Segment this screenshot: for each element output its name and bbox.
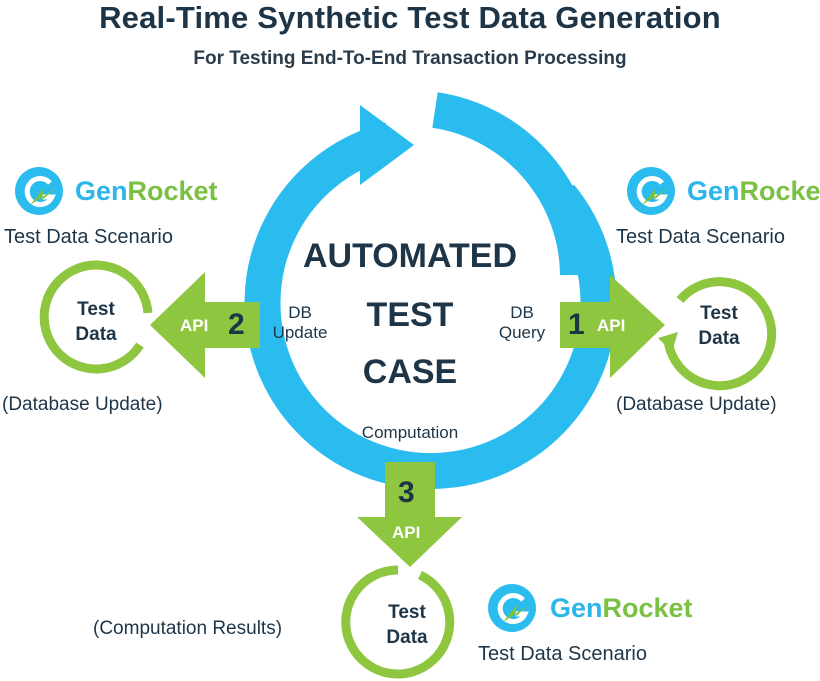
- cycle-ring: [244, 92, 617, 489]
- page-subtitle: For Testing End-To-End Transaction Proce…: [193, 48, 627, 69]
- genrocket-wordmark-left: GenRocket: [75, 176, 218, 206]
- result-label-1: (Database Update): [616, 394, 777, 415]
- api-label-2: API: [180, 316, 209, 335]
- api-arrow-1: [560, 275, 665, 378]
- api-label-3: API: [392, 523, 421, 542]
- result-label-3: (Computation Results): [93, 618, 283, 639]
- test-data-circle-left: [39, 260, 153, 374]
- scenario-label-right: Test Data Scenario: [616, 226, 785, 248]
- result-label-2: (Database Update): [2, 394, 163, 415]
- step-number-1: 1: [568, 308, 585, 341]
- step-number-2: 2: [228, 308, 245, 341]
- center-line-1: AUTOMATED: [302, 237, 518, 275]
- test-data-circle-bottom: [341, 565, 455, 679]
- center-line-2: TEST: [366, 296, 454, 334]
- genrocket-logo-icon-right: [627, 167, 675, 215]
- api-label-1: API: [597, 316, 626, 335]
- op-label-3: Computation: [361, 423, 459, 442]
- api-arrow-2: [150, 272, 260, 378]
- test-data-circle-right: [658, 277, 777, 391]
- step-number-3: 3: [398, 476, 415, 509]
- genrocket-logo-icon-bottom: [488, 584, 536, 632]
- genrocket-wordmark-right: GenRocket: [687, 176, 820, 206]
- genrocket-wordmark-bottom: GenRocket: [550, 593, 693, 623]
- scenario-label-bottom: Test Data Scenario: [478, 643, 647, 665]
- genrocket-logo-icon-left: [15, 167, 63, 215]
- cycle-arrowhead: [360, 105, 414, 185]
- scenario-label-left: Test Data Scenario: [4, 226, 173, 248]
- page-title: Real-Time Synthetic Test Data Generation: [99, 0, 721, 35]
- api-arrow-3: [357, 462, 462, 567]
- center-line-3: CASE: [362, 353, 458, 391]
